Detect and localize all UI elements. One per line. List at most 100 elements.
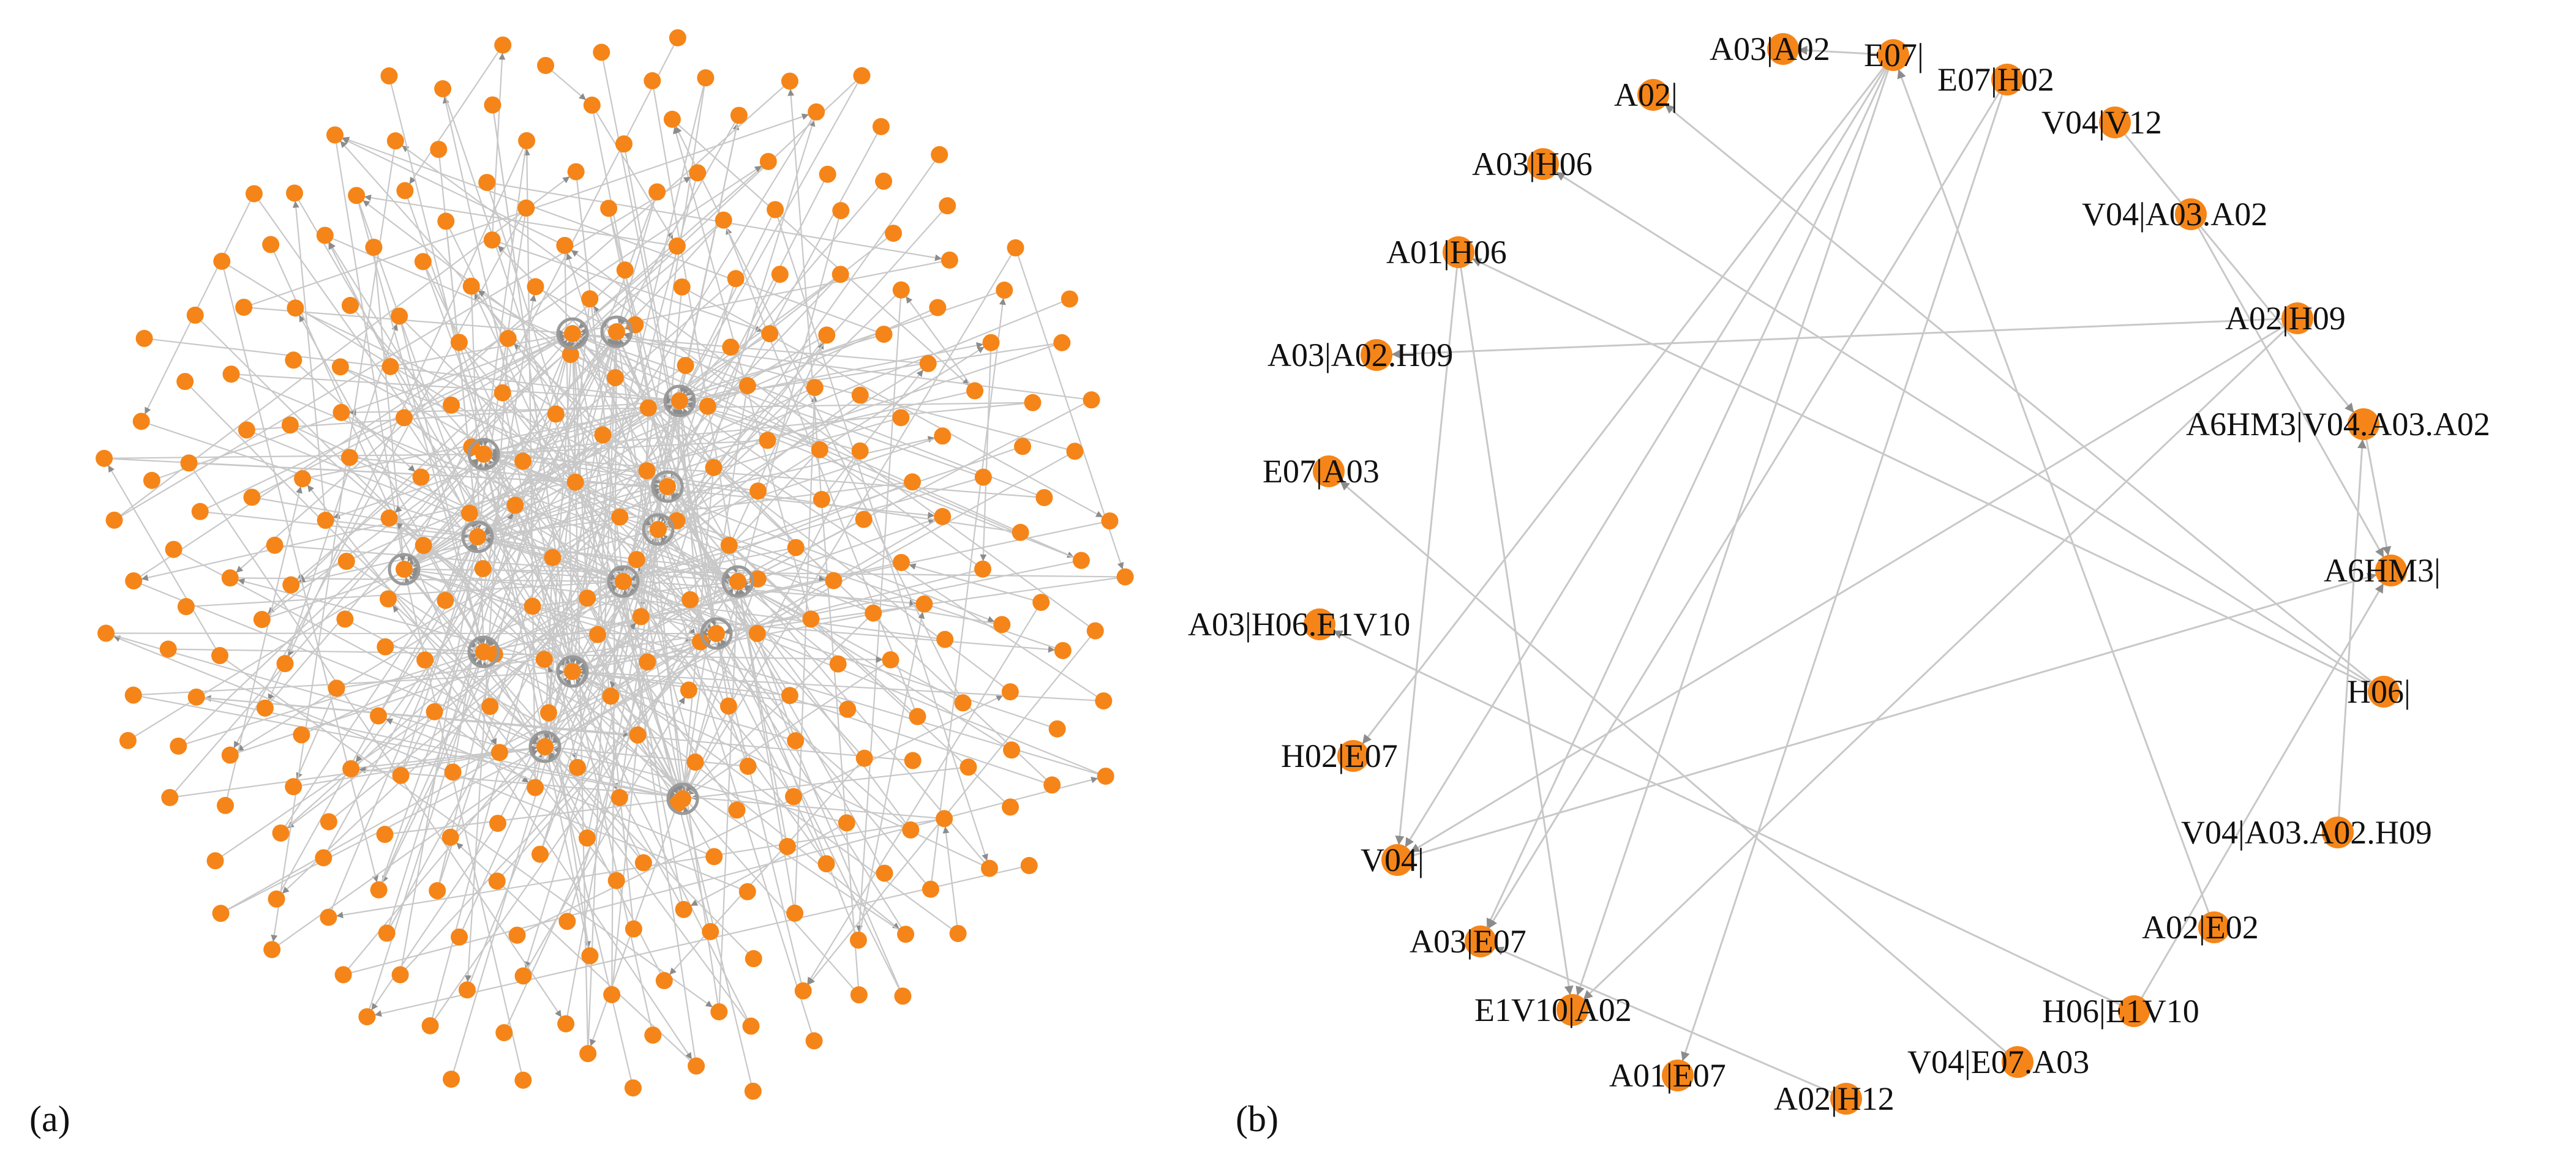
panel-a-hub-node	[615, 573, 632, 590]
panel-a-node	[919, 354, 937, 372]
panel-a-edge	[490, 481, 913, 650]
panel-b-node-label: V04|A03.A02.H09	[2181, 814, 2432, 851]
panel-a-hub-node	[469, 528, 486, 545]
panel-b-node	[1313, 455, 1345, 487]
panel-a-node	[96, 449, 113, 467]
panel-b-edge	[1488, 79, 2008, 929]
panel-a-edge	[246, 398, 672, 431]
panel-a-node	[176, 373, 194, 391]
panel-a-edge	[929, 297, 1006, 889]
panel-a-node	[331, 358, 349, 376]
panel-a-edge	[487, 111, 817, 646]
panel-a-edge	[569, 341, 589, 1054]
panel-a-node	[934, 507, 952, 525]
panel-a-edge	[282, 387, 816, 894]
panel-a-edge	[564, 245, 576, 664]
panel-a-edge	[297, 219, 724, 580]
panel-a-node	[982, 334, 1000, 351]
panel-a-node	[243, 488, 261, 506]
panel-a-node	[320, 908, 337, 926]
panel-a-hub-ring	[528, 730, 561, 763]
panel-a-edge	[437, 341, 573, 891]
panel-a-edge	[381, 654, 495, 883]
panel-a-node	[416, 651, 434, 669]
panel-a-node	[1003, 741, 1021, 759]
panel-a-hub-node	[671, 392, 688, 409]
panel-a-edge	[857, 611, 925, 941]
panel-a-node	[508, 926, 526, 944]
panel-a-node	[610, 788, 628, 806]
panel-a-edge	[787, 89, 860, 995]
panel-a-node	[396, 409, 413, 427]
panel-a-node	[391, 307, 408, 325]
panel-a-node	[514, 452, 532, 470]
panel-a-node	[238, 421, 255, 439]
panel-a-edge	[236, 80, 790, 573]
panel-a-edge	[422, 261, 680, 792]
panel-a-hub-node	[396, 561, 413, 578]
panel-a-node	[805, 1032, 823, 1050]
panel-a-edge	[437, 339, 615, 891]
panel-a-edge	[501, 392, 578, 760]
panel-a-edge	[571, 250, 1096, 632]
panel-a-node	[119, 731, 137, 749]
panel-a-node	[444, 763, 462, 781]
panel-a-node	[748, 624, 766, 642]
panel-a-node	[882, 651, 899, 668]
panel-a-edge	[807, 602, 1042, 984]
panel-b-edge	[2133, 583, 2384, 1012]
panel-a-edge	[356, 195, 483, 645]
panel-a-edge	[744, 585, 1012, 751]
panel-a-node	[668, 237, 686, 255]
panel-b-edge	[1457, 252, 1574, 995]
panel-a-node	[1020, 857, 1038, 875]
panel-a-node	[710, 1003, 728, 1020]
panel-b-edge	[2362, 424, 2392, 556]
panel-a-edge	[491, 455, 1064, 651]
panel-a-node	[855, 510, 873, 528]
panel-a-node	[759, 432, 776, 449]
panel-a-edge	[290, 436, 935, 586]
panel-a-node	[206, 852, 224, 870]
panel-a-edge	[619, 338, 904, 997]
panel-a-edge	[298, 307, 938, 583]
panel-a-edge	[549, 753, 752, 1027]
panel-a-node	[484, 96, 501, 114]
panel-a-node	[1066, 443, 1084, 460]
panel-a-node	[974, 468, 992, 486]
panel-a-node	[1097, 768, 1114, 785]
panel-a-node	[603, 985, 621, 1003]
panel-b-node	[2348, 408, 2379, 440]
panel-a-edge	[186, 578, 616, 608]
panel-b-node	[2281, 302, 2313, 334]
panel-a-node	[872, 118, 890, 135]
panel-a-node	[607, 872, 625, 889]
panel-a-edge	[230, 580, 751, 756]
panel-a-edge	[184, 381, 539, 741]
panel-a-node	[376, 826, 394, 843]
panel-a-node	[396, 182, 414, 200]
panel-a-node	[97, 624, 115, 642]
panel-a-edge	[374, 864, 1029, 1017]
panel-a-node	[414, 253, 432, 271]
panel-a-node	[767, 201, 784, 219]
panel-a-node	[1035, 488, 1053, 506]
panel-a-node	[771, 266, 789, 283]
panel-a-edge	[548, 754, 665, 981]
panel-a-node	[544, 548, 561, 566]
panel-a-node	[377, 638, 394, 656]
panel-a-node	[287, 299, 304, 317]
panel-a-edge	[392, 605, 500, 753]
panel-a-hub-node	[564, 663, 581, 680]
panel-a-node	[276, 655, 294, 673]
panel-a-hub-ring	[388, 553, 421, 586]
panel-a-node	[853, 67, 871, 84]
panel-a-node	[161, 788, 179, 806]
panel-a-node	[524, 597, 541, 615]
panel-b-node-label: A03|E07	[1410, 923, 1526, 960]
panel-a-node	[316, 226, 334, 244]
panel-a-edge	[491, 452, 1045, 499]
panel-a-node	[1002, 798, 1020, 816]
panel-a-node	[566, 473, 584, 491]
